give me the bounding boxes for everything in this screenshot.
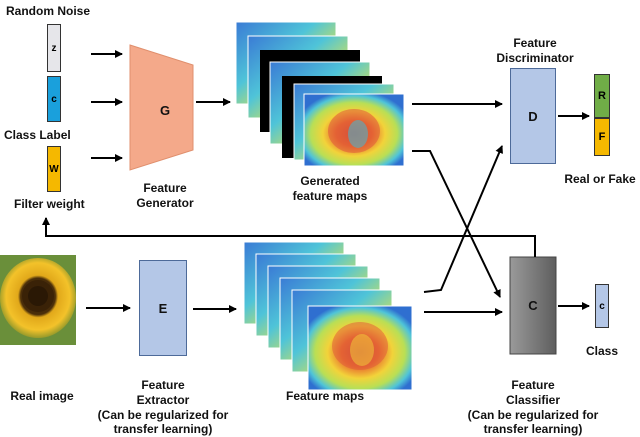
real-image	[0, 255, 76, 345]
class-output-label: Class	[585, 344, 619, 358]
discriminator-label-1: Feature	[513, 36, 557, 50]
extractor-label-4: transfer learning)	[113, 422, 213, 436]
generated-maps-label-2: feature maps	[292, 189, 368, 203]
real-output: R	[594, 74, 610, 118]
fake-output: F	[594, 118, 610, 156]
generator-block	[129, 44, 194, 171]
real-image-label: Real image	[10, 389, 74, 403]
extractor-label-1: Feature	[141, 378, 185, 392]
filter-weight-label: Filter weight	[14, 197, 85, 211]
feature-maps-label: Feature maps	[285, 389, 365, 403]
discriminator-block: D	[510, 68, 556, 164]
generator-symbol: G	[159, 103, 171, 118]
classifier-label-1: Feature	[511, 378, 555, 392]
classifier-label-4: transfer learning)	[483, 422, 583, 436]
w-vector: W	[47, 146, 61, 192]
classifier-symbol: C	[528, 298, 538, 313]
classifier-block	[509, 256, 557, 355]
feature-maps-stack	[243, 241, 413, 391]
classifier-label-3: (Can be regularized for	[467, 408, 599, 422]
random-noise-label: Random Noise	[6, 4, 91, 18]
extractor-block: E	[139, 260, 187, 356]
c-vector: c	[47, 76, 61, 122]
z-vector: z	[47, 24, 61, 72]
extractor-label-3: (Can be regularized for	[97, 408, 229, 422]
real-or-fake-label: Real or Fake	[564, 172, 636, 186]
classifier-label-2: Classifier	[505, 393, 561, 407]
generator-label-1: Feature	[143, 181, 187, 195]
class-label-label: Class Label	[4, 128, 71, 142]
extractor-label-2: Extractor	[136, 393, 190, 407]
generated-feature-maps-stack	[235, 21, 405, 167]
generated-maps-label-1: Generated	[300, 174, 360, 188]
discriminator-label-2: Discriminator	[496, 51, 574, 65]
generator-label-2: Generator	[136, 196, 194, 210]
class-output-vector: c	[595, 284, 609, 328]
